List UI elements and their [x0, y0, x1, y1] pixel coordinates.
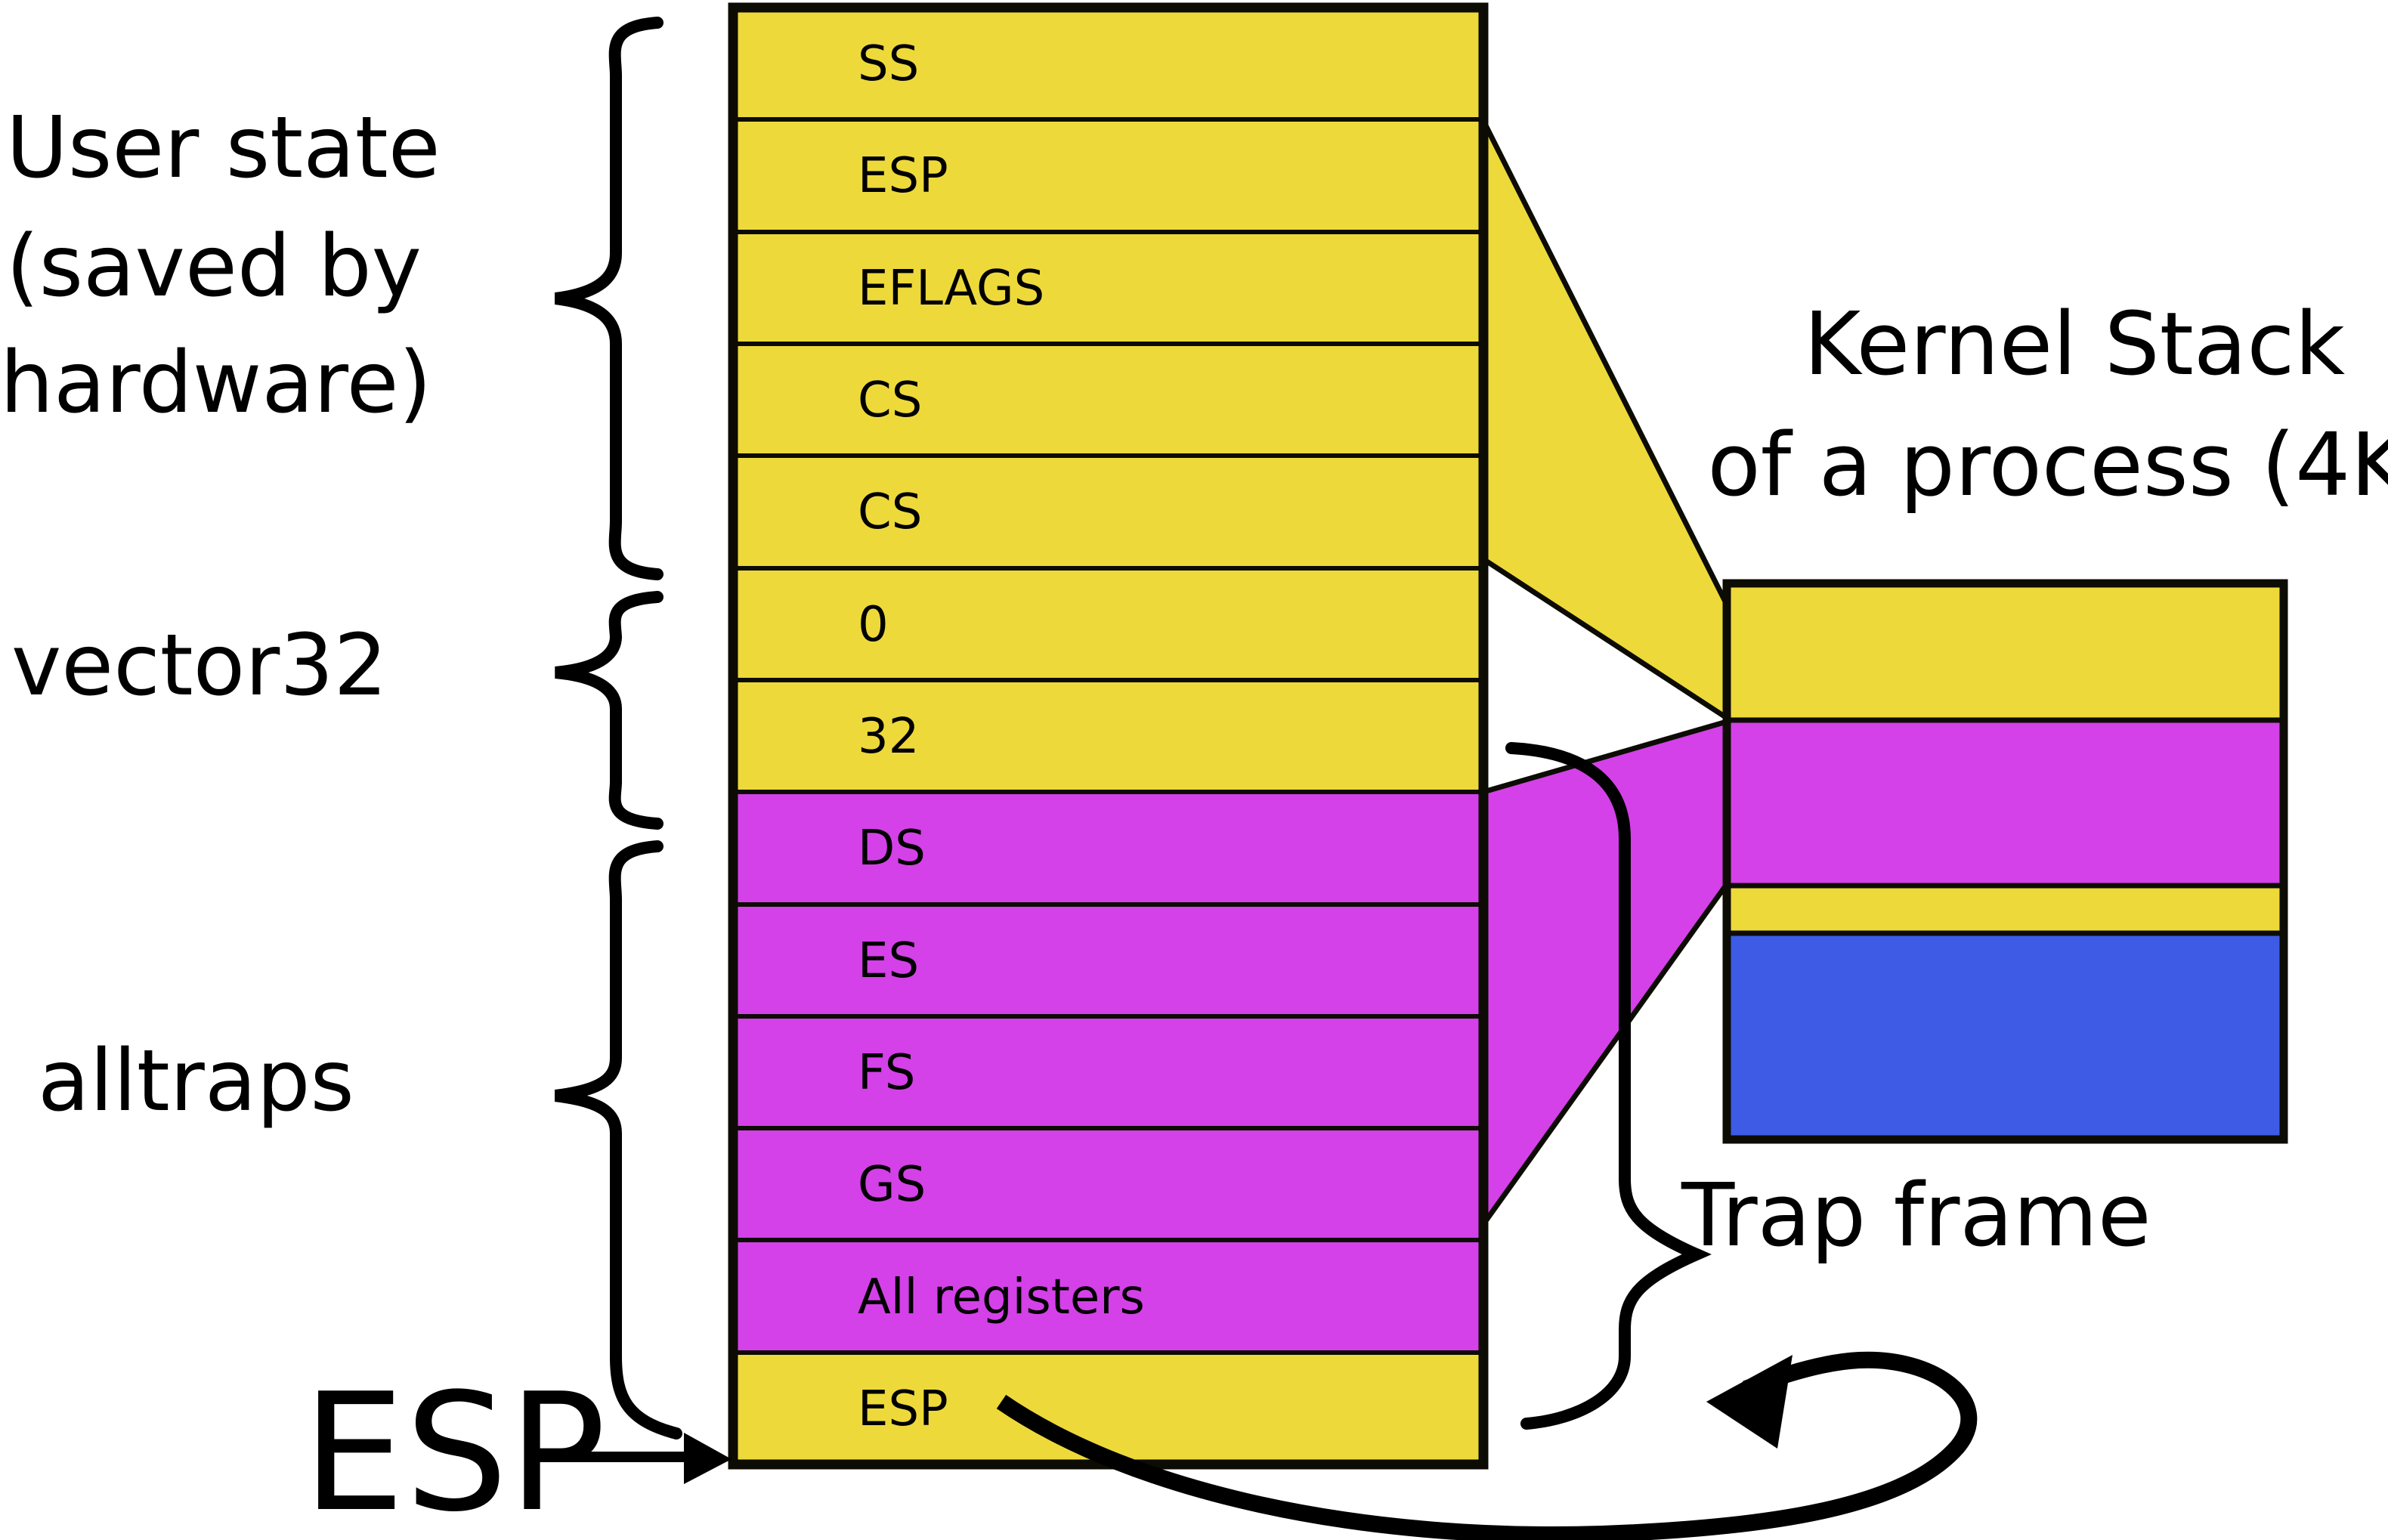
label-kernel-stack-2: of a process (4K)	[1707, 415, 2388, 516]
label-user-state-1: User state	[6, 99, 441, 197]
row-0	[731, 566, 1486, 682]
row-ds	[731, 790, 1486, 907]
row-32	[731, 678, 1486, 794]
kernel-band-blue	[1724, 930, 2287, 1143]
label-vector32: vector32	[11, 617, 388, 715]
label-user-state-3: hardware)	[0, 334, 432, 432]
kernel-band-thin-yellow	[1724, 883, 2287, 936]
label-trap-frame: Trap frame	[1681, 1165, 2151, 1266]
right-labels: Kernel Stack of a process (4K) Trap fram…	[1681, 294, 2388, 1266]
row-label-ds: DS	[858, 821, 926, 877]
kernel-stack	[1722, 579, 2288, 1144]
esp-arrowhead	[684, 1433, 732, 1484]
row-esp	[731, 117, 1486, 234]
row-label-esp-bottom: ESP	[858, 1381, 948, 1437]
row-cs2	[731, 453, 1486, 571]
label-alltraps: alltraps	[38, 1032, 354, 1130]
brace-alltraps	[555, 840, 682, 1439]
row-label-esp: ESP	[858, 148, 948, 204]
row-label-fs: FS	[858, 1045, 915, 1101]
row-label-eflags: EFLAGS	[858, 261, 1044, 317]
kernel-band-yellow	[1724, 580, 2287, 723]
brace-trap-frame	[1505, 742, 1712, 1430]
brace-user-state	[554, 17, 664, 580]
label-user-state-2: (saved by	[6, 218, 422, 316]
row-eflags	[731, 230, 1486, 346]
row-all-registers	[731, 1238, 1486, 1355]
kernel-band-magenta	[1724, 717, 2287, 889]
wedge-trapframe-to-kernel-stack	[1480, 718, 1730, 1232]
row-esp-bottom	[731, 1350, 1486, 1467]
row-label-32: 32	[858, 709, 919, 765]
row-es	[731, 902, 1486, 1019]
row-label-es: ES	[858, 933, 919, 989]
row-cs1	[731, 342, 1486, 458]
label-esp-pointer: ESP	[302, 1358, 606, 1540]
curved-arrowhead	[1706, 1355, 1793, 1449]
row-label-all-registers: All registers	[858, 1269, 1145, 1325]
curved-arrow	[996, 1351, 1978, 1540]
row-label-0: 0	[858, 597, 889, 653]
row-gs	[731, 1126, 1486, 1242]
label-kernel-stack-1: Kernel Stack	[1804, 294, 2346, 395]
row-label-cs1: CS	[858, 373, 922, 428]
esp-arrow	[525, 1433, 732, 1484]
row-fs	[731, 1014, 1486, 1130]
user-stack-labels: SS ESP EFLAGS CS CS 0 32 DS ES FS GS All…	[858, 36, 1145, 1437]
row-ss	[731, 5, 1486, 122]
user-stack	[728, 2, 1489, 1470]
kernel-stack-border	[1722, 579, 2288, 1144]
row-label-ss: SS	[858, 36, 919, 92]
braces	[554, 17, 1712, 1439]
row-label-cs2: CS	[858, 484, 922, 540]
brace-vector32	[555, 591, 664, 830]
wedge-user-state-to-kernel-stack	[1480, 119, 1730, 723]
left-labels: User state (saved by hardware) vector32 …	[0, 99, 606, 1540]
row-label-gs: GS	[858, 1157, 926, 1213]
